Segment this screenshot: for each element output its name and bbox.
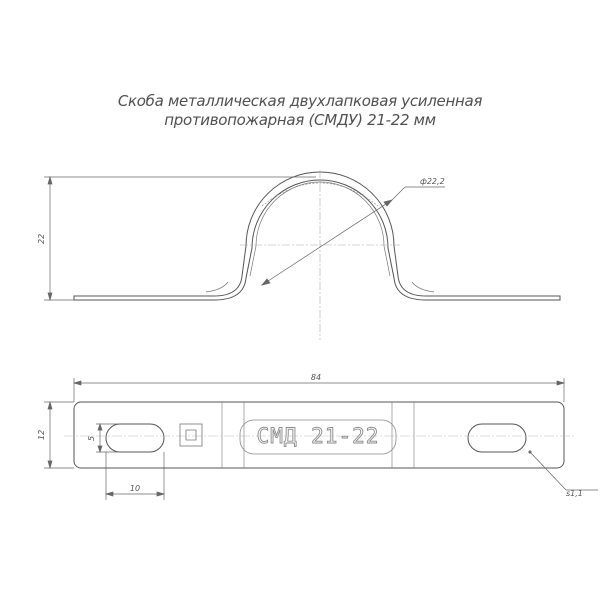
clamp-foot-bend-right (411, 281, 435, 293)
clamp-profile-outer (73, 171, 561, 301)
length-dimension (72, 378, 566, 402)
length-label: 84 (311, 373, 321, 382)
slot-width-label: 5 (87, 436, 96, 441)
height-label: 22 (37, 234, 46, 244)
clamp-profile-inner (249, 181, 391, 277)
slot-length-label: 10 (130, 484, 140, 493)
diameter-label: ф22,2 (420, 177, 445, 186)
height-dimension (44, 175, 316, 302)
embossed-outline (239, 419, 397, 455)
front-view (73, 170, 561, 340)
slot-width-dimension (96, 422, 120, 454)
thickness-label: s1,1 (566, 489, 583, 498)
mounting-slot-left (105, 423, 165, 453)
diameter-dimension (261, 186, 445, 286)
slot-length-dimension (104, 452, 166, 500)
drawing-title-line-1: Скоба металлическая двухлапковая усиленн… (117, 92, 483, 110)
embossed-marking: СМД 21-22 (257, 424, 380, 448)
clamp-profile-rib (261, 182, 379, 207)
width-dimension (44, 400, 74, 470)
manufacturer-logo (179, 423, 203, 447)
top-view (64, 401, 574, 469)
thickness-leader (528, 450, 598, 491)
mounting-slot-right (467, 423, 527, 453)
width-label: 12 (37, 430, 46, 440)
drawing-title-line-2: противопожарная (СМДУ) 21-22 мм (164, 111, 436, 129)
clamp-foot-bend-left (205, 281, 229, 293)
clamp-plate (73, 401, 565, 469)
